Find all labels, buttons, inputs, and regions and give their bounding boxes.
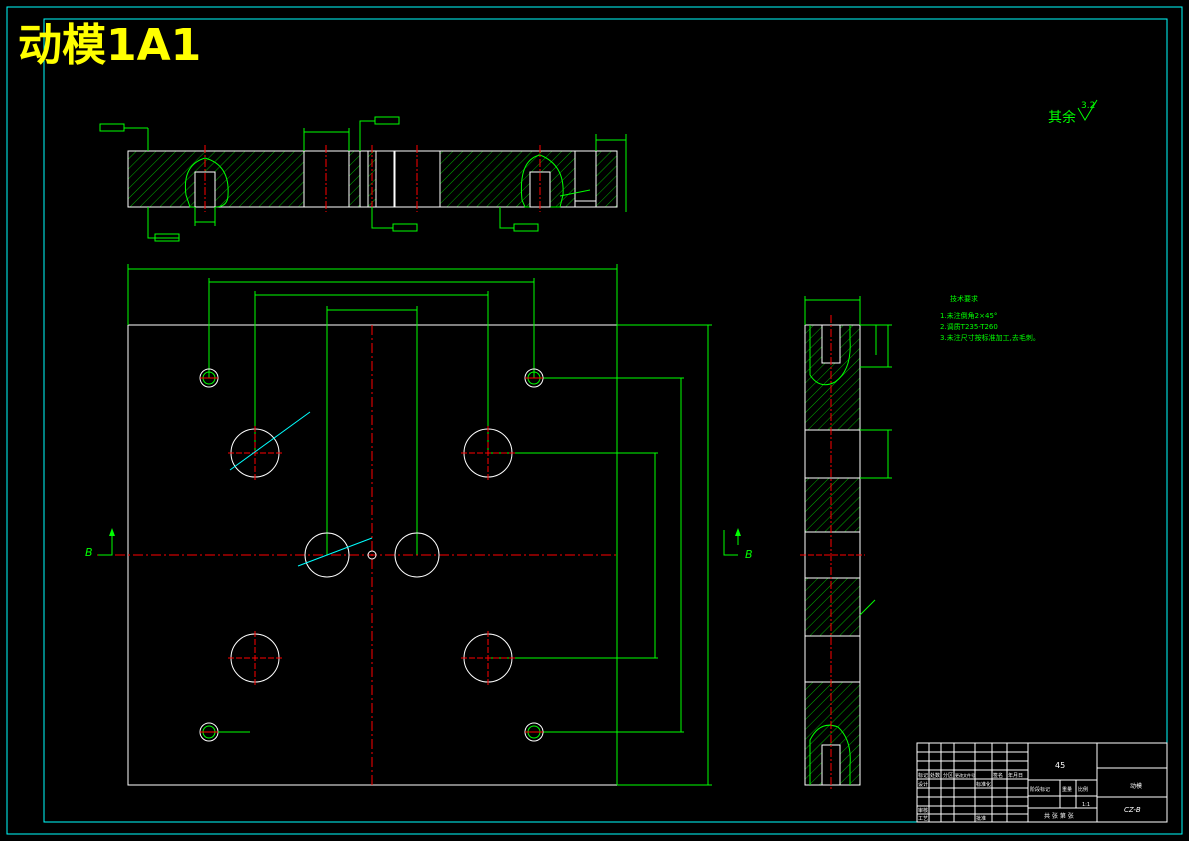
side-section-view — [800, 296, 892, 790]
part-name: 动模 — [1130, 782, 1142, 790]
header-label-2: 处数 — [930, 772, 940, 779]
scale-value: 1:1 — [1082, 802, 1090, 808]
tech-item-1: 1.未注倒角2×45° — [940, 311, 997, 320]
section-mark-right: B — [745, 548, 753, 561]
outer-frame — [6, 6, 1183, 835]
top-section-view — [99, 116, 627, 242]
row-label-2: 审核 — [918, 807, 928, 814]
tech-requirements: 技术要求 1.未注倒角2×45° 2.调质T235-T260 3.未注尺寸按标准… — [940, 294, 1040, 342]
material-value: 45 — [1055, 761, 1065, 770]
tech-item-3: 3.未注尺寸按标准加工,去毛刺。 — [940, 333, 1040, 342]
header-label-6: 年月日 — [1008, 772, 1023, 779]
header-label-5: 签名 — [993, 772, 1003, 779]
sheet-info: 共 张 第 张 — [1044, 812, 1074, 820]
tech-heading: 技术要求 — [950, 294, 978, 303]
row-label-3: 工艺 — [918, 816, 928, 822]
extra-label-2: 批准 — [976, 815, 986, 822]
header-label-1: 标记 — [918, 772, 928, 779]
header-label-4: 更改文件号 — [955, 772, 975, 778]
extra-label-5: 比例 — [1078, 786, 1088, 793]
surface-note-label: 其余 — [1048, 109, 1076, 126]
surface-note-value: 3.2 — [1081, 101, 1095, 111]
header-label-3: 分区 — [943, 772, 953, 779]
title-block: 45 动模 CZ-B 1:1 共 张 第 张 标记 处数 分区 更改文件号 签名… — [916, 742, 1168, 823]
extra-label-4: 重量 — [1062, 786, 1072, 793]
extra-label-3: 阶段标记 — [1030, 786, 1050, 793]
surface-note: 其余 3.2 — [1048, 99, 1098, 126]
extra-label-1: 标准化 — [976, 781, 991, 788]
section-mark-left: B — [85, 546, 93, 559]
drawing-number: CZ-B — [1124, 806, 1141, 814]
tech-item-2: 2.调质T235-T260 — [940, 322, 998, 331]
row-label-1: 设计 — [918, 781, 928, 788]
inner-frame — [43, 18, 1168, 823]
drawing-title: 动模1A1 — [18, 20, 201, 71]
plan-view: B B — [85, 264, 753, 786]
